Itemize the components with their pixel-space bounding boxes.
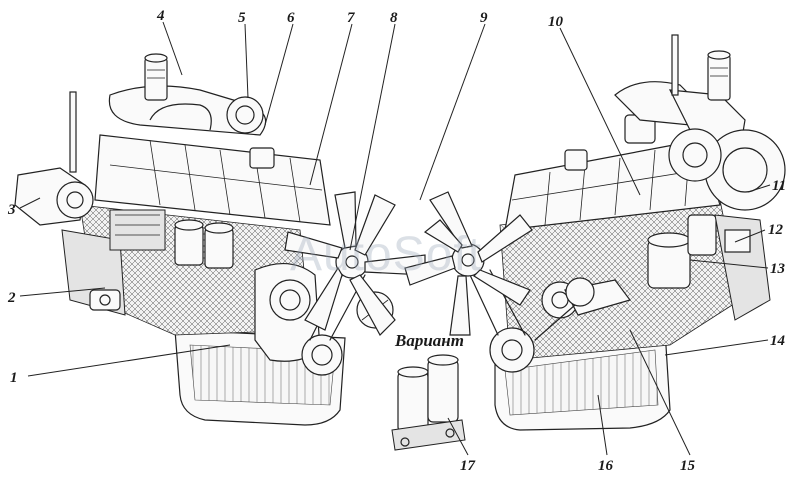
callout-1: 1 — [10, 370, 18, 386]
left-engine-view — [14, 53, 426, 426]
watermark-text: AutoSoft — [290, 228, 482, 281]
callout-7: 7 — [347, 10, 355, 26]
variant-filters — [391, 354, 466, 451]
callout-17: 17 — [460, 458, 476, 474]
callout-3: 3 — [7, 202, 16, 218]
callout-labels: 1 2 3 4 5 6 7 8 9 10 11 12 13 14 15 16 1… — [7, 8, 786, 474]
callout-13: 13 — [770, 261, 786, 277]
callout-16: 16 — [598, 458, 614, 474]
right-fan — [404, 191, 533, 336]
callout-4: 4 — [156, 8, 165, 24]
callout-6: 6 — [287, 10, 295, 26]
variant-caption: Вариант — [394, 331, 464, 350]
callout-15: 15 — [680, 458, 696, 474]
callout-14: 14 — [770, 333, 786, 349]
callout-5: 5 — [238, 10, 246, 26]
callout-11: 11 — [772, 178, 786, 194]
left-fan — [284, 191, 426, 336]
callout-2: 2 — [7, 290, 16, 306]
callout-10: 10 — [548, 14, 564, 30]
leader-lines — [19, 21, 771, 456]
callout-12: 12 — [768, 222, 784, 238]
callout-9: 9 — [480, 10, 488, 26]
callout-8: 8 — [390, 10, 398, 26]
right-engine-view — [404, 34, 786, 431]
